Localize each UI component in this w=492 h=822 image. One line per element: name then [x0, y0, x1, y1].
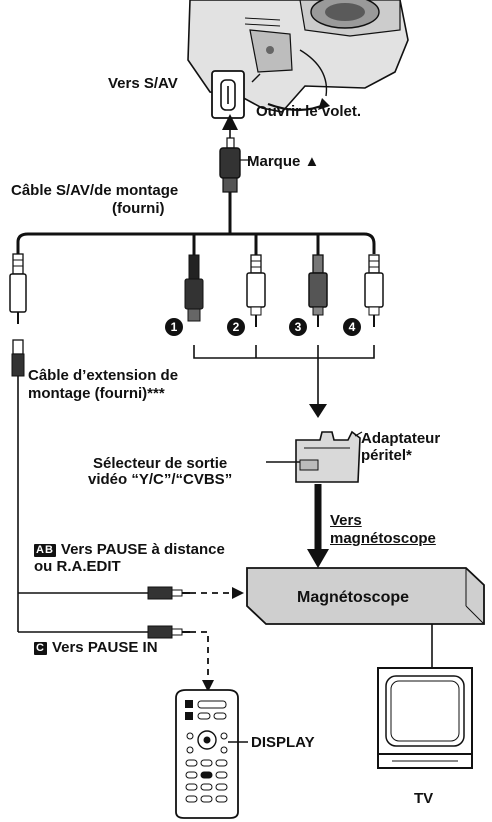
c-tag: C — [34, 642, 47, 655]
mark-label: Marque ▲ — [247, 153, 320, 170]
mini-plug-vcr — [147, 586, 190, 600]
pause-in-label: C Vers PAUSE IN — [34, 639, 158, 656]
plug-number-4: 4 — [343, 318, 361, 336]
tv-label: TV — [414, 790, 434, 807]
to-vcr-label-line2: magnétoscope — [330, 530, 436, 547]
plug-number-3: 3 — [289, 318, 307, 336]
display-label: DISPLAY — [251, 734, 315, 751]
plug-3 — [308, 254, 328, 327]
remote-pause-label-line2: ou R.A.EDIT — [34, 558, 121, 575]
scart-adapter-label-line1: Adaptateur — [361, 430, 441, 447]
vcr-label: Magnétoscope — [297, 589, 410, 606]
plug-4 — [364, 254, 384, 327]
extension-cable — [11, 339, 148, 633]
open-cover-label: Ouvrir le volet. — [256, 103, 362, 120]
extension-cable-label-line2: montage (fourni)*** — [28, 385, 165, 402]
sav-cable-label-line2: (fourni) — [112, 200, 165, 217]
remote-pause-text: Vers PAUSE à distance — [60, 541, 225, 558]
pause-in-text: Vers PAUSE IN — [51, 639, 158, 656]
output-selector-label-line1: Sélecteur de sortie — [93, 455, 228, 472]
sav-plug — [219, 137, 252, 193]
scart-adapter-icon — [266, 430, 363, 483]
plug-number-1: 1 — [165, 318, 183, 336]
plug-2 — [246, 254, 266, 327]
remote-control-icon — [175, 689, 248, 819]
remote-pause-label-line1: AB Vers PAUSE à distance — [34, 541, 225, 558]
plug-number-2: 2 — [227, 318, 245, 336]
sav-cable-label-line1: Câble S/AV/de montage — [11, 182, 179, 199]
plug-1 — [184, 254, 204, 322]
tv-icon — [377, 667, 473, 769]
to-sav-label: Vers S/AV — [108, 75, 178, 92]
ab-tag: AB — [34, 544, 56, 557]
vcr-icon — [246, 567, 485, 625]
output-selector-label-line2: vidéo “Y/C”/“CVBS” — [88, 471, 233, 488]
to-vcr-label-line1: Vers — [330, 512, 362, 529]
extension-cable-label-line1: Câble d’extension de — [28, 367, 179, 384]
scart-adapter-label-line2: péritel* — [361, 447, 412, 464]
mini-plug-remote — [147, 625, 190, 639]
edit-plug — [9, 253, 27, 324]
cable-bus — [16, 232, 376, 254]
